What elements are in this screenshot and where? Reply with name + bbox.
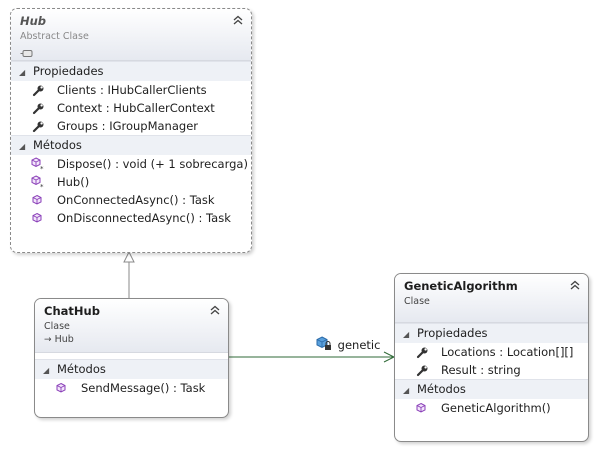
member-row[interactable]: SendMessage() : Task bbox=[35, 379, 228, 397]
member-text: Locations : Location[][] bbox=[441, 345, 574, 359]
expand-triangle-icon: ◢ bbox=[19, 68, 26, 77]
wrench-icon bbox=[31, 81, 45, 99]
member-row[interactable]: Result : string bbox=[395, 361, 588, 379]
member-text: OnConnectedAsync() : Task bbox=[57, 193, 215, 207]
class-name-hub: Hub bbox=[20, 14, 47, 28]
member-row[interactable]: GeneticAlgorithm() bbox=[395, 399, 588, 417]
wrench-icon bbox=[415, 343, 429, 361]
member-text: OnDisconnectedAsync() : Task bbox=[57, 211, 231, 225]
section-label: Métodos bbox=[417, 382, 466, 396]
member-row[interactable]: Locations : Location[][] bbox=[395, 343, 588, 361]
section-label: Métodos bbox=[33, 138, 82, 152]
method-icon bbox=[55, 379, 69, 397]
class-name-chathub: ChatHub bbox=[44, 304, 100, 318]
section-header-metodos[interactable]: ◢ Métodos bbox=[35, 359, 228, 379]
member-text: Result : string bbox=[441, 363, 521, 377]
section-header-propiedades[interactable]: ◢ Propiedades bbox=[11, 61, 251, 81]
member-text: Clients : IHubCallerClients bbox=[57, 83, 207, 97]
inheritance-arrowhead bbox=[123, 250, 135, 263]
section-header-metodos[interactable]: ◢ Métodos bbox=[11, 135, 251, 155]
method-icon bbox=[31, 209, 45, 227]
member-row[interactable]: OnDisconnectedAsync() : Task bbox=[11, 209, 251, 227]
section-label: Métodos bbox=[57, 362, 106, 376]
svg-text:*: * bbox=[40, 165, 44, 173]
class-box-chathub[interactable]: ChatHub Clase → Hub ◢ Métodos SendMessage… bbox=[34, 298, 229, 418]
method-icon bbox=[31, 191, 45, 209]
member-text: Hub() bbox=[57, 175, 90, 189]
base-class-name: Hub bbox=[54, 334, 74, 345]
class-stereotype-hub: Abstract Clase bbox=[20, 31, 89, 42]
expand-triangle-icon: ◢ bbox=[403, 330, 410, 339]
class-header-hub[interactable]: Hub Abstract Clase bbox=[11, 9, 251, 61]
association-label[interactable]: genetic bbox=[316, 335, 380, 355]
class-header-geneticalgorithm[interactable]: GeneticAlgorithm Clase bbox=[395, 274, 588, 323]
expand-triangle-icon: ◢ bbox=[43, 366, 50, 375]
member-text: Context : HubCallerContext bbox=[57, 101, 215, 115]
class-kind-icon bbox=[20, 43, 243, 57]
member-row[interactable]: * Hub() bbox=[11, 173, 251, 191]
association-name: genetic bbox=[337, 337, 381, 352]
section-header-propiedades[interactable]: ◢ Propiedades bbox=[395, 323, 588, 343]
collapse-button[interactable] bbox=[232, 14, 244, 26]
member-row[interactable]: OnConnectedAsync() : Task bbox=[11, 191, 251, 209]
inherits-arrow-icon: → bbox=[44, 335, 52, 345]
association-arrowhead bbox=[383, 351, 396, 363]
base-class-ref: → Hub bbox=[44, 333, 220, 347]
member-text: SendMessage() : Task bbox=[81, 381, 206, 395]
method-icon bbox=[415, 399, 429, 417]
member-row[interactable]: Context : HubCallerContext bbox=[11, 99, 251, 117]
class-stereotype-geneticalgorithm: Clase bbox=[404, 296, 430, 307]
member-row[interactable]: Clients : IHubCallerClients bbox=[11, 81, 251, 99]
class-box-hub[interactable]: Hub Abstract Clase ◢ Propiedades Clients … bbox=[10, 8, 252, 253]
expand-triangle-icon: ◢ bbox=[19, 142, 26, 151]
class-header-chathub[interactable]: ChatHub Clase → Hub bbox=[35, 299, 228, 353]
member-text: Groups : IGroupManager bbox=[57, 119, 198, 133]
method-star-icon: * bbox=[31, 155, 45, 173]
wrench-icon bbox=[31, 117, 45, 135]
member-row[interactable]: * Dispose() : void (+ 1 sobrecarga) bbox=[11, 155, 251, 173]
wrench-icon bbox=[415, 361, 429, 379]
class-box-geneticalgorithm[interactable]: GeneticAlgorithm Clase ◢ Propiedades Loca… bbox=[394, 273, 589, 442]
wrench-icon bbox=[31, 99, 45, 117]
method-star-icon: * bbox=[31, 173, 45, 191]
collapse-button[interactable] bbox=[569, 279, 581, 291]
expand-triangle-icon: ◢ bbox=[403, 386, 410, 395]
section-header-metodos[interactable]: ◢ Métodos bbox=[395, 379, 588, 399]
svg-text:*: * bbox=[40, 183, 44, 191]
section-label: Propiedades bbox=[417, 326, 488, 340]
field-lock-icon bbox=[316, 335, 332, 355]
member-text: Dispose() : void (+ 1 sobrecarga) bbox=[57, 157, 248, 171]
member-text: GeneticAlgorithm() bbox=[441, 401, 551, 415]
member-row[interactable]: Groups : IGroupManager bbox=[11, 117, 251, 135]
section-label: Propiedades bbox=[33, 64, 104, 78]
class-name-geneticalgorithm: GeneticAlgorithm bbox=[404, 279, 518, 293]
collapse-button[interactable] bbox=[209, 304, 221, 316]
class-stereotype-chathub: Clase bbox=[44, 321, 70, 332]
